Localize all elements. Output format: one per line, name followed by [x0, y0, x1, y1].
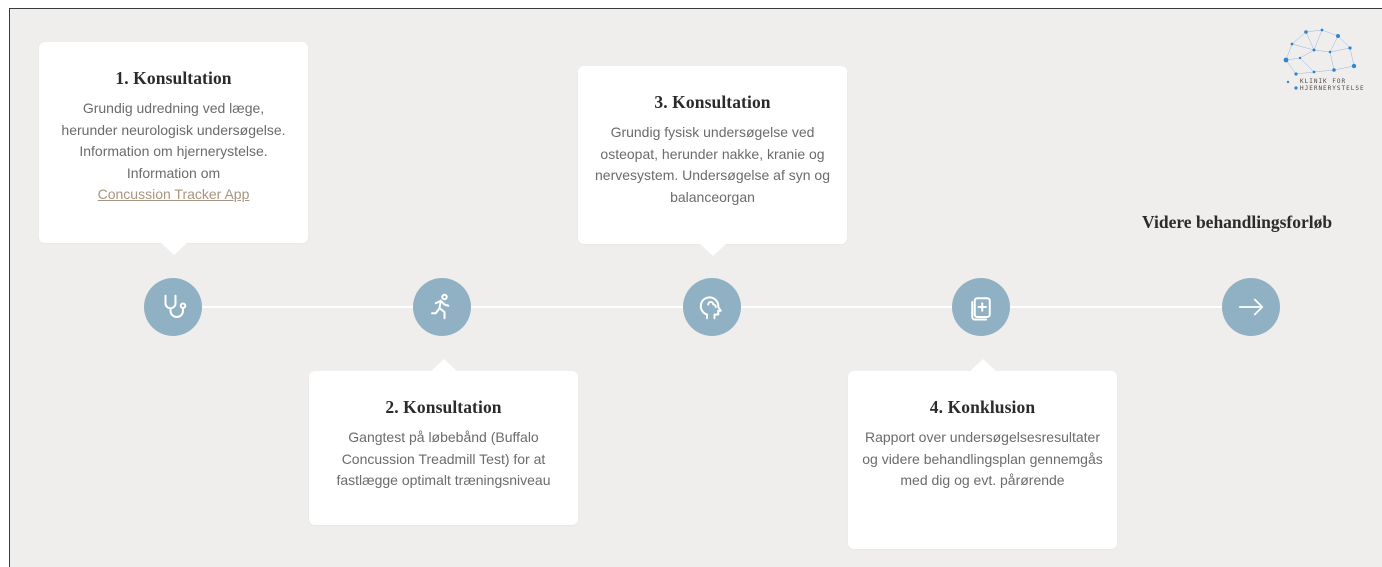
medical-report-icon [971, 297, 991, 321]
logo-line-2: HJERNERYSTELSE [1300, 85, 1365, 92]
callout-pointer [431, 359, 457, 371]
timeline-node-1 [144, 278, 202, 336]
step-card-3: 3. Konsultation Grundig fysisk undersøge… [578, 66, 847, 244]
step-description: Rapport over undersøgelsesresultater og … [862, 429, 1103, 488]
head-brain-icon [699, 296, 722, 320]
arrow-right-icon [1238, 298, 1264, 316]
step-description: Gangtest på løbebånd (Buffalo Concussion… [336, 429, 551, 488]
step-description: Grundig fysisk undersøgelse ved osteopat… [595, 124, 830, 205]
step-title: 3. Konsultation [654, 92, 771, 112]
step-title: 2. Konsultation [385, 397, 502, 417]
step-title: 4. Konklusion [929, 397, 1036, 417]
timeline-node-4 [952, 278, 1010, 336]
clinic-logo[interactable] [1278, 26, 1378, 98]
step-card-1: 1. Konsultation Grundig udredning ved læ… [39, 42, 308, 243]
logo-line-1: KLINIK FOR [1300, 78, 1347, 85]
callout-pointer [161, 243, 187, 255]
step-title: 1. Konsultation [115, 68, 232, 88]
callout-pointer [970, 359, 996, 371]
running-person-icon [431, 293, 450, 320]
concussion-tracker-app-link[interactable]: Concussion Tracker App [97, 186, 250, 202]
callout-pointer [700, 244, 726, 256]
next-step-label: Videre behandlingsforløb [1142, 212, 1333, 232]
timeline-node-3 [683, 278, 741, 336]
logo-wordmark: KLINIK FOR HJERNERYSTELSE [1300, 78, 1365, 92]
step-text: Grundig udredning ved læge, herunder neu… [61, 100, 286, 181]
timeline-node-2 [413, 278, 471, 336]
step-card-2: 2. Konsultation Gangtest på løbebånd (Bu… [309, 371, 578, 525]
step-card-4: 4. Konklusion Rapport over undersøgelses… [848, 371, 1117, 549]
stethoscope-icon [164, 294, 187, 318]
timeline-node-next[interactable] [1222, 278, 1280, 336]
step-description: Grundig udredning ved læge, herunder neu… [53, 98, 294, 206]
